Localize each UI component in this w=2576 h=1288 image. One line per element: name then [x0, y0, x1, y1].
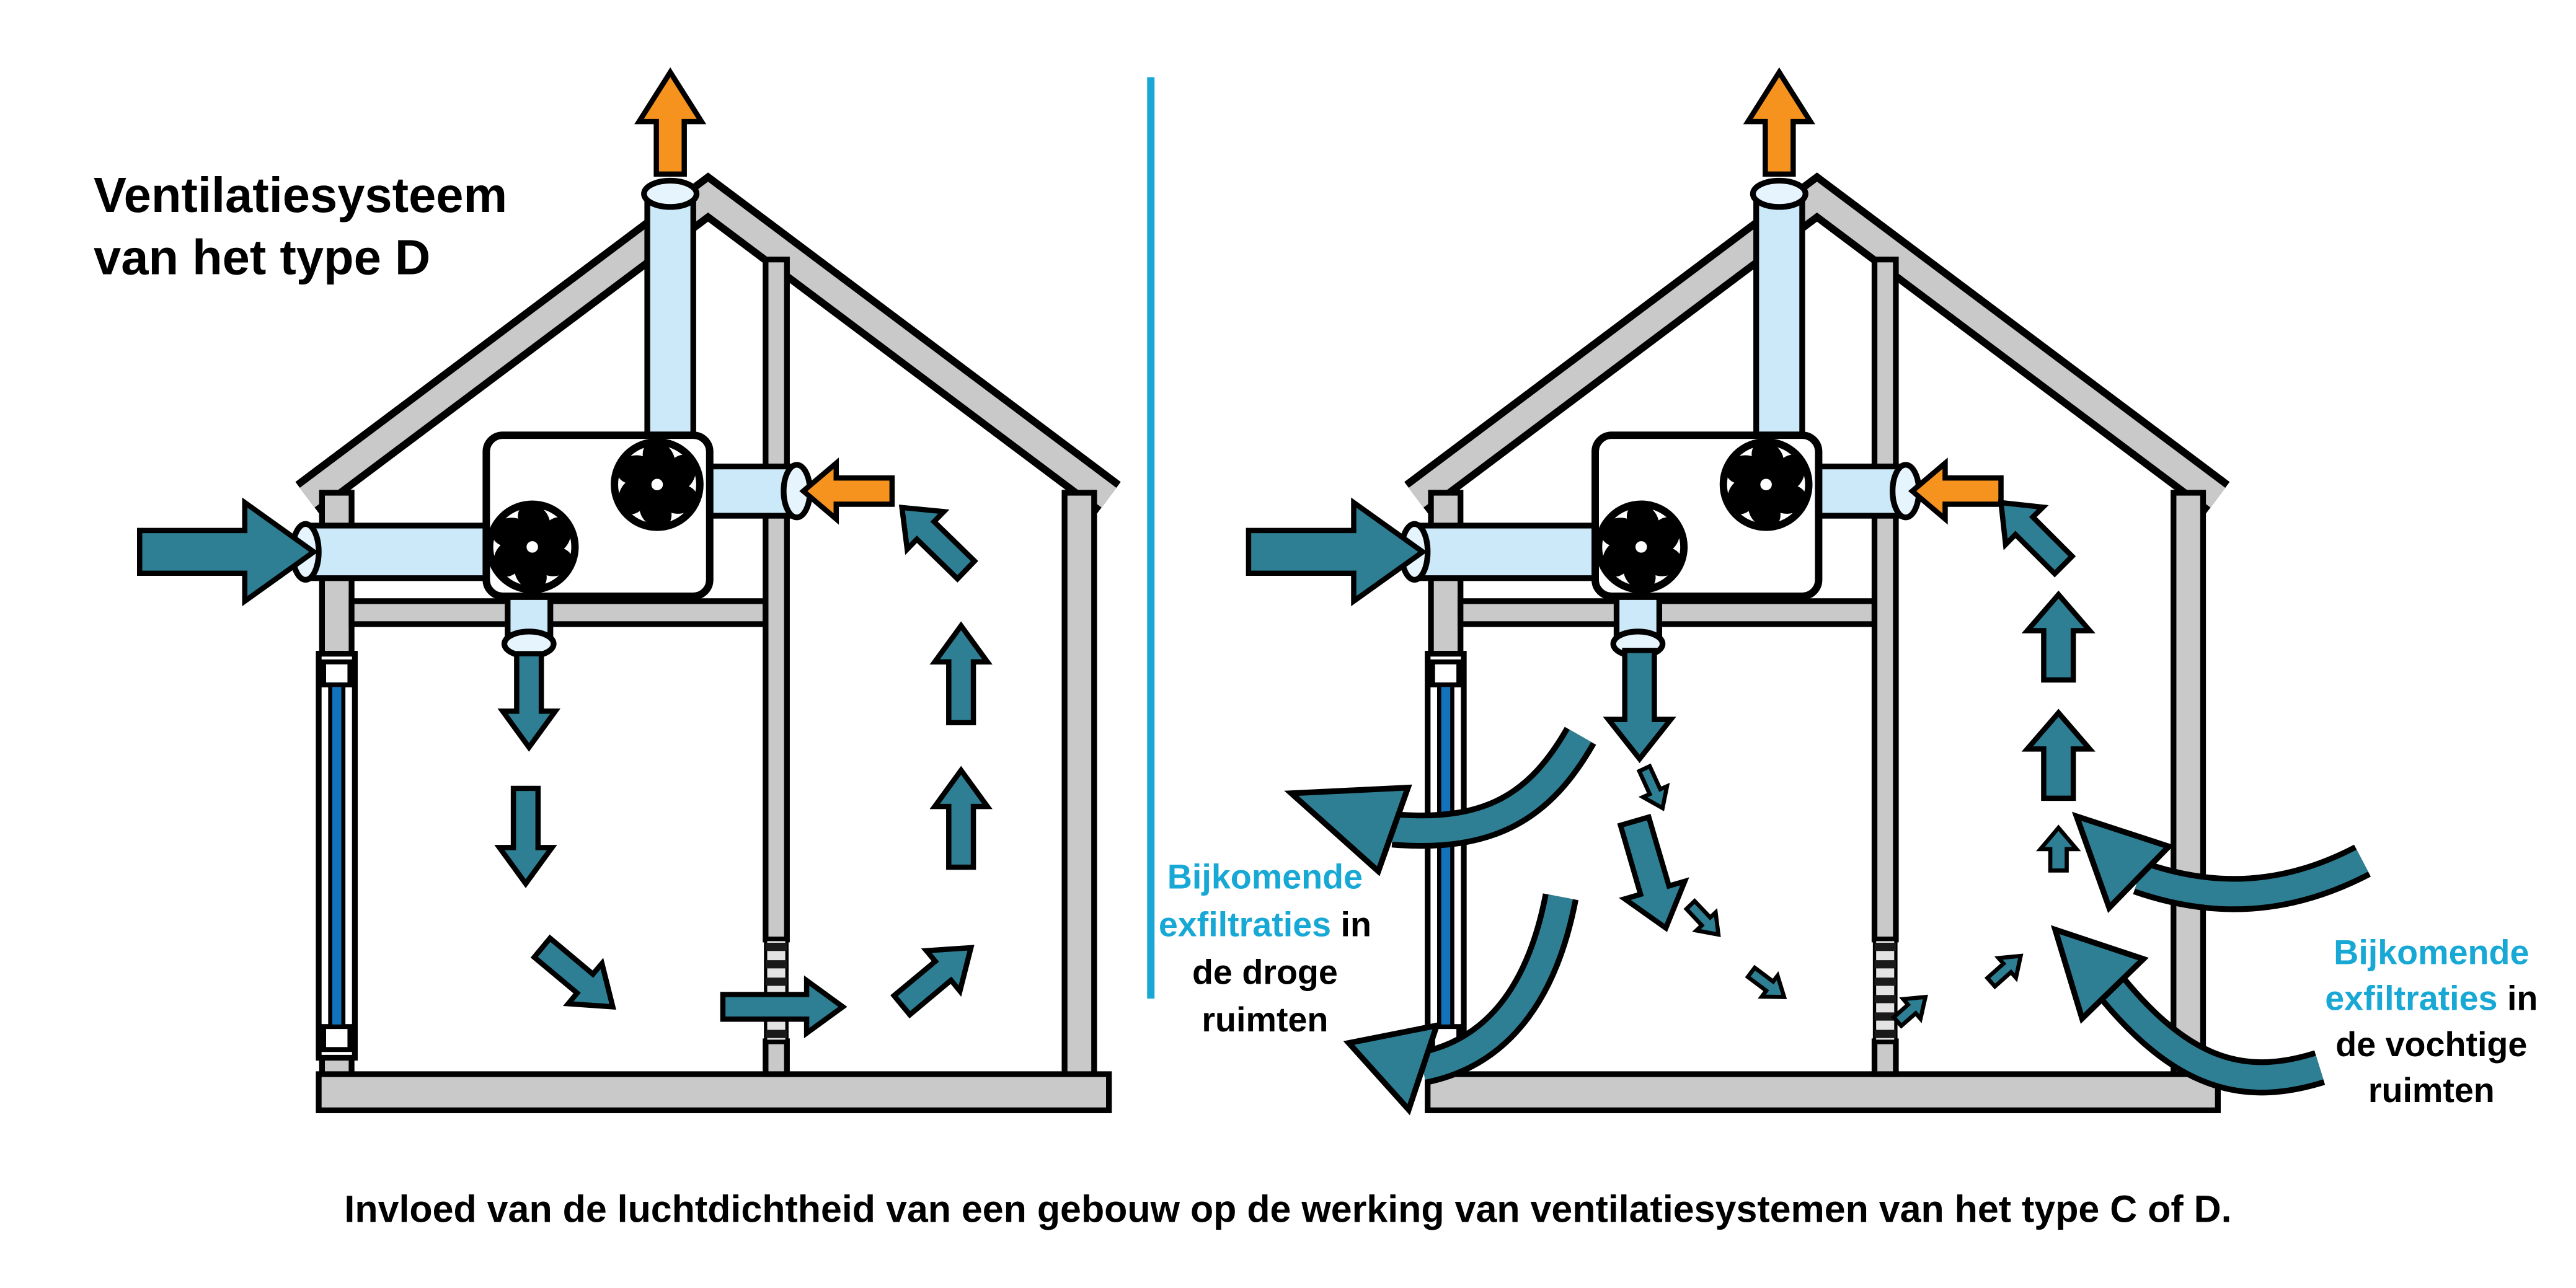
outdoor-air-arrow: [1246, 497, 1428, 607]
airflow-arrow: [1998, 500, 2076, 578]
fan-blade: [494, 538, 529, 577]
inner-wall-upper: [1871, 257, 1899, 943]
figure-caption: Invloed van de luchtdichtheid van een ge…: [344, 1188, 2231, 1230]
airflow-arrow: [929, 621, 993, 726]
airflow-arrow: [1603, 648, 1676, 764]
fan-icon: [1595, 500, 1688, 594]
label-dry-line2-accent: exfiltraties: [1159, 905, 1331, 943]
window-frame-cap-bottom: [321, 1024, 353, 1052]
fan-hub: [1755, 474, 1777, 495]
fan-blade: [1602, 538, 1638, 577]
fan-icon: [1719, 438, 1813, 531]
fan-hub: [646, 474, 668, 495]
wall-right: [2171, 490, 2206, 1080]
roof: [1409, 182, 2226, 508]
label-humid-line3: de vochtige: [2335, 1025, 2527, 1064]
exfiltration-arrow: [2135, 849, 2368, 907]
exfiltration-arrow: [1420, 894, 1573, 1080]
house-airtight: [136, 67, 1121, 1113]
exfiltration-arrow-head: [2050, 925, 2149, 1024]
floor: [316, 1071, 1112, 1113]
window-frame-cap-top: [321, 659, 353, 687]
exhaust-duct: [1753, 191, 1805, 443]
page-title-line1: Ventilatiesysteem: [94, 167, 507, 223]
window-glazing: [1436, 682, 1454, 1029]
exhaust-duct-opening: [641, 177, 700, 210]
extract-air-arrow: [799, 457, 895, 525]
inner-wall-lower: [763, 1038, 790, 1077]
outdoor-air-arrow: [136, 497, 319, 607]
floor: [1425, 1071, 2221, 1113]
fan-icon: [611, 438, 704, 531]
airflow-arrow: [497, 651, 560, 752]
fan-icon: [485, 500, 579, 594]
airflow-arrow: [2021, 590, 2096, 683]
fan-blade: [518, 503, 551, 549]
label-dry-line2: exfiltraties in: [1159, 905, 1371, 943]
label-humid-rooms: Bijkomende exfiltraties in de vochtige r…: [2325, 933, 2538, 1109]
airflow-arrow: [890, 945, 975, 1019]
exhaust-duct-opening: [1750, 177, 1808, 210]
label-humid-line2-rest: in: [2497, 979, 2538, 1018]
airflow-arrow: [898, 505, 978, 583]
airflow-arrow: [530, 934, 616, 1010]
extract-air-arrow: [1908, 457, 2004, 525]
airflow-arrow-small: [1636, 763, 1670, 811]
label-humid-line2-accent: exfiltraties: [2325, 979, 2497, 1018]
airflow-arrow: [720, 975, 848, 1039]
transfer-grille: [1872, 938, 1898, 1043]
exhaust-air-arrow: [634, 67, 707, 177]
ceiling: [348, 598, 769, 627]
window-frame-cap-top: [1430, 659, 1462, 687]
exfiltration-arrow: [1392, 730, 1591, 844]
label-dry-line4: ruimten: [1202, 1000, 1328, 1039]
ceiling: [1458, 598, 1878, 627]
label-dry-line1: Bijkomende: [1167, 858, 1363, 896]
airflow-arrow: [2021, 708, 2096, 801]
transfer-grille: [764, 938, 789, 1043]
inner-wall-upper: [763, 257, 790, 943]
exfiltration-arrow-head: [1284, 784, 1412, 876]
exhaust-air-arrow: [1743, 67, 1815, 177]
roof: [299, 182, 1117, 508]
outdoor-air-duct: [303, 523, 489, 581]
fan-hub: [1630, 536, 1652, 558]
fan-blade: [618, 475, 654, 514]
fan-blade: [1626, 503, 1659, 549]
label-dry-line2-rest: in: [1331, 905, 1371, 943]
exhaust-duct: [644, 191, 696, 443]
label-dry-line3: de droge: [1192, 953, 1338, 991]
label-humid-line4: ruimten: [2368, 1071, 2495, 1109]
airflow-arrow-small: [2035, 824, 2081, 873]
airflow-arrow-small: [1745, 964, 1787, 999]
fan-blade: [1727, 475, 1763, 514]
page-title-line2: van het type D: [94, 230, 430, 285]
airflow-arrow: [929, 765, 993, 870]
fan-blade: [642, 441, 675, 486]
outdoor-air-duct: [1411, 523, 1598, 581]
diagram-graphics: [136, 67, 2371, 1116]
airflow-arrow-small: [1683, 898, 1721, 937]
window-glazing: [328, 682, 346, 1029]
label-humid-line1: Bijkomende: [2334, 933, 2529, 971]
wall-right: [1061, 490, 1097, 1080]
label-dry-rooms: Bijkomende exfiltraties in de droge ruim…: [1159, 858, 1371, 1039]
house-leaky: [1246, 67, 2371, 1116]
airflow-arrow: [1617, 814, 1689, 932]
label-humid-line2: exfiltraties in: [2325, 979, 2538, 1018]
inner-wall-lower: [1871, 1038, 1899, 1077]
airflow-arrow-small: [1984, 953, 2024, 990]
fan-blade: [1751, 441, 1784, 486]
exfiltration-arrow-head: [2071, 811, 2174, 913]
airflow-arrow-small: [1890, 994, 1928, 1029]
exfiltration-arrow-head: [1343, 1021, 1441, 1116]
airflow-arrow: [494, 785, 557, 888]
exfiltration-arrow: [2103, 981, 2324, 1090]
fan-hub: [521, 536, 543, 558]
